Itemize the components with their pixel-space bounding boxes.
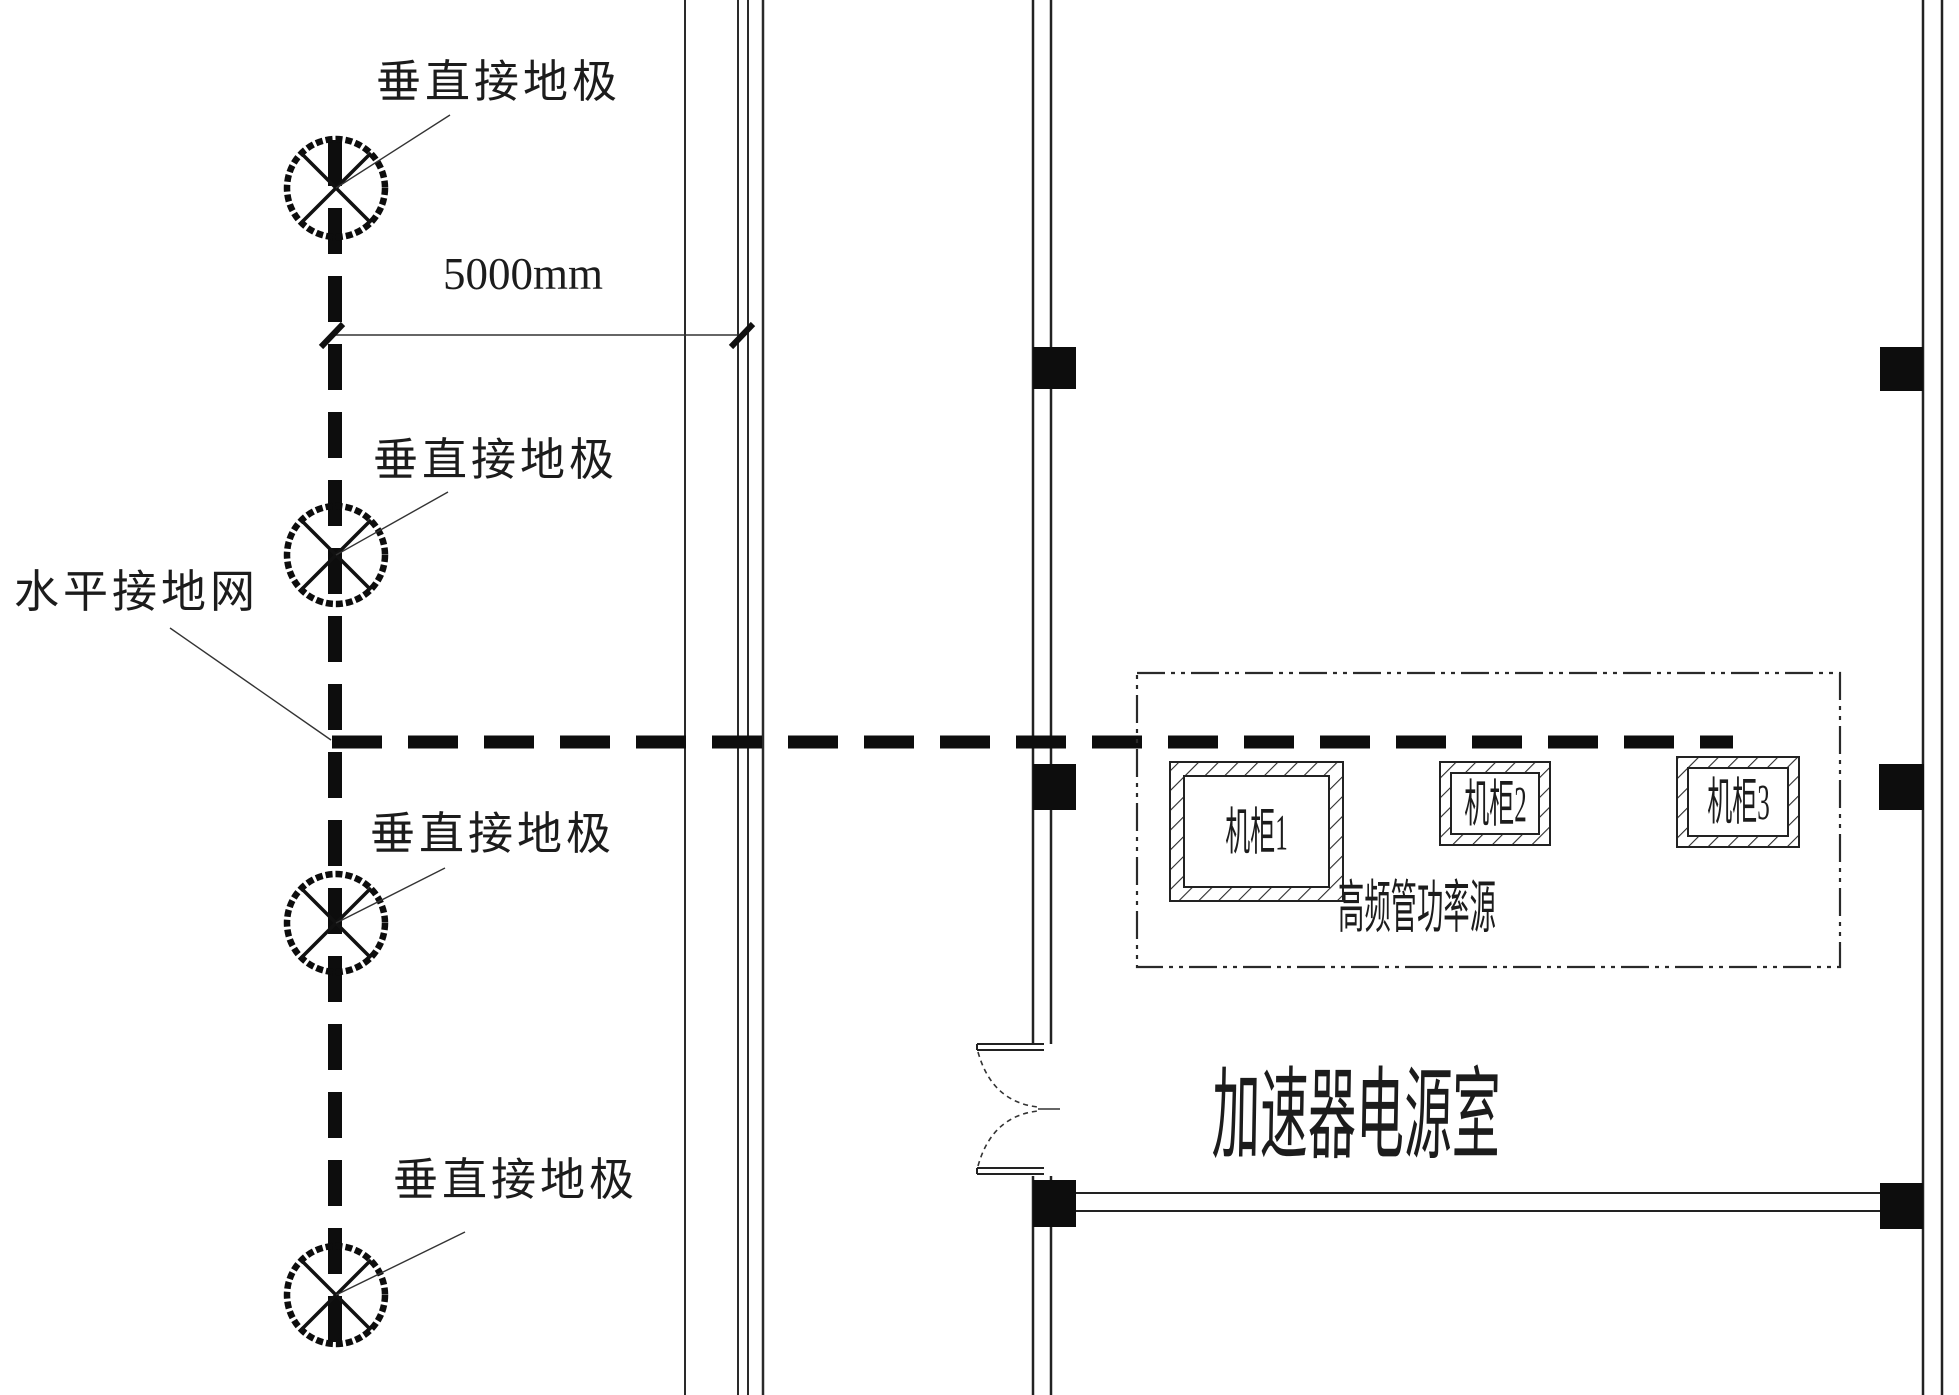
cabinet-3-label-box: 机柜3 [1688, 768, 1788, 836]
room-bottom-wall [1076, 1192, 1880, 1212]
double-door-swing-arcs [977, 1051, 1060, 1167]
cabinet-1-outline [1169, 761, 1344, 902]
equipment-zone-boundary [1135, 671, 1842, 969]
cabinet-2-label: 机柜2 [1463, 774, 1527, 833]
power-source-label: 高频管功率源 [1338, 876, 1496, 941]
vertical-electrode-label-4: 垂直接地极 [393, 1155, 639, 1205]
leader-horizontal-grid [169, 627, 332, 741]
cabinet-1-label: 机柜1 [1225, 802, 1288, 861]
room-name-label: 加速器电源室 [1211, 1059, 1502, 1173]
vertical-electrode-label-1: 垂直接地极 [376, 57, 622, 107]
cabinet-3-outline [1676, 756, 1800, 848]
column-squares [1033, 347, 1924, 1229]
room-name-label-box: 加速器电源室 [1211, 1060, 1789, 1172]
power-source-label-box: 高频管功率源 [1338, 876, 1674, 941]
corridor-wall-lines [684, 0, 765, 1395]
dimension-tick-left [318, 321, 346, 350]
dimension-line [318, 321, 756, 350]
cabinet-2-label-box: 机柜2 [1451, 773, 1539, 834]
leader-lines [169, 114, 466, 1296]
vertical-electrode-label-2: 垂直接地极 [373, 435, 619, 485]
leader-electrode-3 [335, 867, 446, 924]
dimension-text: 5000mm [443, 249, 604, 299]
column-left-mid [1033, 764, 1076, 810]
column-right-top [1880, 347, 1923, 391]
cabinet-1-label-box: 机柜1 [1184, 776, 1329, 887]
leader-electrode-4 [335, 1231, 466, 1296]
vertical-electrode-label-3: 垂直接地极 [370, 809, 616, 859]
room-right-wall [1921, 0, 1944, 1395]
cabinet-2-outline [1439, 761, 1551, 846]
column-right-bottom [1880, 1183, 1923, 1229]
column-left-bottom [1033, 1180, 1076, 1227]
leader-electrode-2 [335, 491, 449, 556]
column-right-mid [1879, 764, 1924, 810]
dimension-tick-right [728, 321, 756, 350]
leader-electrode-1 [335, 114, 451, 189]
column-left-top [1033, 347, 1076, 389]
cabinet-3-label: 机柜3 [1706, 773, 1770, 831]
door-jambs [976, 1043, 1044, 1175]
horizontal-grid-label: 水平接地网 [14, 567, 260, 617]
